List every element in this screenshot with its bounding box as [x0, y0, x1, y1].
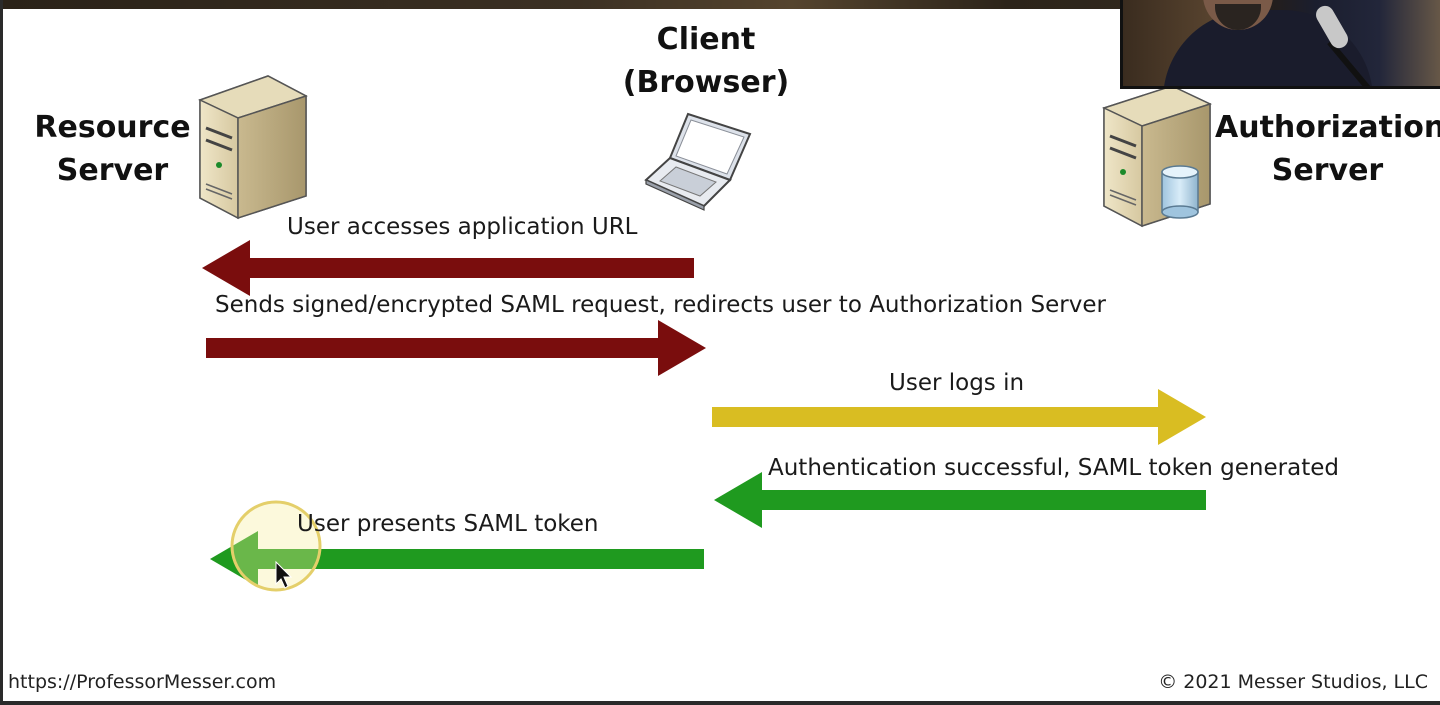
- authorization-server-title: Authorization Server: [1215, 106, 1440, 192]
- presenter-body: [1163, 10, 1373, 86]
- flow-arrow-2: [206, 320, 706, 376]
- flow-arrow-3: [712, 389, 1206, 445]
- flow-label-1: User accesses application URL: [287, 214, 638, 240]
- flow-label-5: User presents SAML token: [297, 511, 599, 537]
- resource-server-title-line1: Resource: [34, 110, 191, 145]
- client-title-line1: Client: [656, 22, 756, 57]
- flow-label-4: Authentication successful, SAML token ge…: [768, 455, 1339, 481]
- cursor-highlight-icon: [230, 500, 322, 592]
- resource-server-title: Resource Server: [20, 106, 205, 192]
- database-server-icon: [1101, 85, 1213, 228]
- authorization-server-title-line2: Server: [1271, 153, 1384, 188]
- frame-edge-bottom: [0, 701, 1440, 705]
- client-title: Client (Browser): [606, 18, 806, 104]
- resource-server-title-line2: Server: [56, 153, 169, 188]
- authorization-server-title-line1: Authorization: [1215, 110, 1440, 145]
- video-top-strip: [0, 0, 1440, 9]
- client-title-line2: (Browser): [622, 65, 790, 100]
- flow-arrow-4: [714, 472, 1206, 528]
- frame-edge-left: [0, 0, 3, 705]
- laptop-icon: [644, 112, 752, 211]
- flow-label-2: Sends signed/encrypted SAML request, red…: [215, 292, 1106, 318]
- flow-label-3: User logs in: [889, 370, 1025, 396]
- webcam-overlay: [1120, 0, 1440, 89]
- flow-arrow-1: [202, 240, 694, 296]
- footer-copyright: © 2021 Messer Studios, LLC: [1158, 671, 1428, 693]
- server-icon: [198, 75, 308, 220]
- footer-url: https://ProfessorMesser.com: [8, 671, 277, 693]
